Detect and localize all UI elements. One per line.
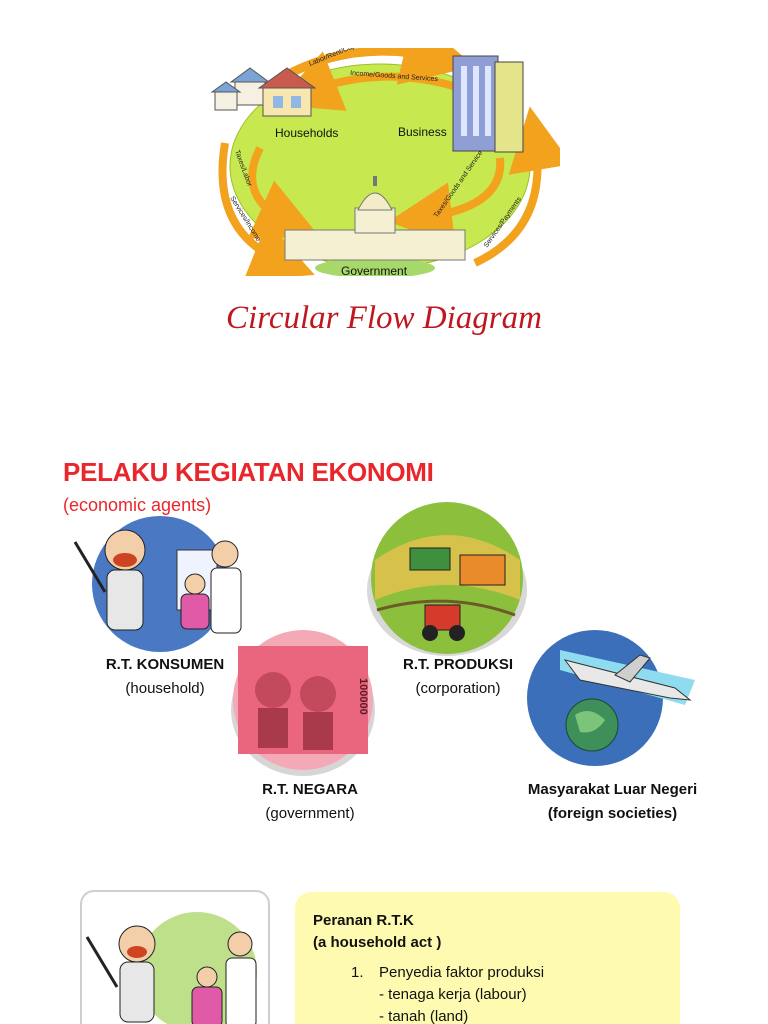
note-list-item: 1. Penyedia faktor produksi [313,962,662,984]
agent-sub: (government) [265,805,355,822]
business-building-icon [452,55,524,153]
slide-economic-agents: PELAKU KEGIATAN EKONOMI (economic agents… [0,430,768,1024]
household-house-icon [210,67,317,117]
section-subtitle: (economic agents) [63,495,212,515]
agent-name: R.T. NEGARA [262,781,358,798]
foreign-airplane-globe-icon [527,630,695,766]
arrow-taxes-goods [388,157,505,247]
note-subheading: (a household act ) [313,934,442,951]
slide-circular-flow: Households Business Government Labor/Ren… [0,0,768,420]
note-subitem: - tanah (land) [379,1008,469,1024]
agent-negara: R.T. NEGARA (government) [235,778,385,826]
agent-produksi: R.T. PRODUKSI (corporation) [383,653,533,701]
agent-sub: (household) [125,680,205,697]
arrow-services-payments [473,106,560,267]
agent-sub: (foreign societies) [547,805,678,822]
corporation-farm-icon [367,502,527,656]
agent-konsumen: R.T. KONSUMEN (household) [90,653,240,701]
government-capitol-icon [284,176,466,276]
slide-title: Circular Flow Diagram [226,300,542,336]
node-government: Government [341,264,408,276]
arrow-taxes-labor [247,146,320,239]
list-text: Penyedia faktor produksi [379,964,545,981]
agent-sub: (corporation) [415,680,501,697]
node-households: Households [275,126,338,140]
agent-luar-negeri: Masyarakat Luar Negeri (foreign societie… [505,778,720,826]
banknote-number: 100000 [357,678,369,715]
agent-name: R.T. PRODUKSI [402,656,513,673]
circular-flow-diagram: Households Business Government Labor/Ren… [210,48,560,276]
household-family-icon [85,912,257,1024]
note-heading: Peranan R.T.K [313,912,414,929]
node-business: Business [398,125,447,139]
arrow-income-goods [275,51,462,111]
section-title: PELAKU KEGIATAN EKONOMI [63,457,434,487]
role-note: Peranan R.T.K (a household act ) 1. Peny… [295,892,680,1024]
note-subitem: - tenaga kerja (labour) [379,986,527,1003]
list-number: 1. [351,964,364,981]
agent-name: Masyarakat Luar Negeri [527,781,698,798]
note-list: 1. Penyedia faktor produksi [313,962,662,984]
household-card [80,890,270,1024]
arrow-services-income [218,142,315,276]
household-family-icon [73,516,242,652]
government-banknote-icon: 100000 [231,630,375,776]
agent-name: R.T. KONSUMEN [105,656,225,673]
